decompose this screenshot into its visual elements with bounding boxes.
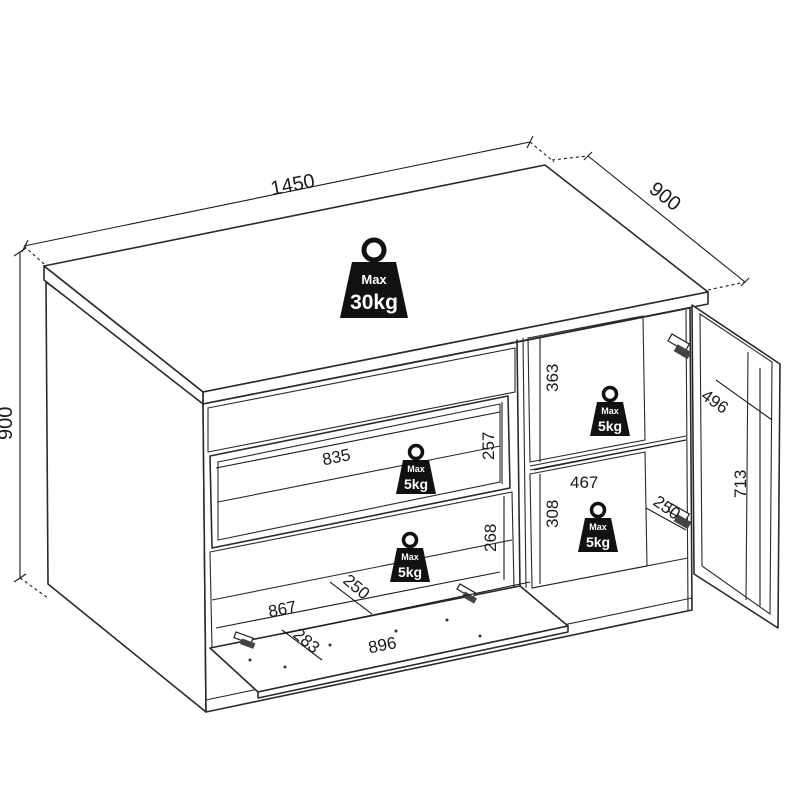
flap-door	[209, 585, 569, 699]
cabinet-upper-space	[527, 315, 646, 463]
dim-height: 900	[0, 407, 17, 440]
dim-lower-compartment-height: 268	[481, 524, 500, 552]
max-load-shelf-lower-icon: Max 5kg	[578, 501, 618, 552]
dimension-lines	[13, 135, 773, 661]
dim-total-width: 1450	[269, 170, 317, 200]
dim-drawer-height: 257	[479, 432, 498, 460]
max-load-top-line2: 30kg	[350, 291, 398, 314]
cabinet-door	[691, 304, 781, 629]
center-divider-inner	[522, 337, 527, 589]
cabinet-right-side	[685, 309, 689, 611]
cabinet-shelf-front	[529, 435, 687, 467]
max-load-flap-icon: Max 5kg	[390, 531, 430, 582]
max-load-shelf-lower-line2: 5kg	[586, 534, 610, 550]
dim-cabinet-upper-height: 363	[543, 364, 562, 392]
hinge-icons	[233, 333, 692, 649]
max-load-shelf-upper-line2: 5kg	[598, 418, 622, 434]
door-handle-edge	[745, 351, 749, 601]
max-load-shelf-lower-line1: Max	[589, 522, 607, 532]
max-load-drawer-icon: Max 5kg	[396, 443, 436, 494]
upper-niche	[207, 347, 516, 453]
max-load-top-line1: Max	[361, 272, 387, 287]
flap-edge	[257, 625, 569, 699]
drawer-inner	[217, 403, 501, 541]
max-load-flap-line2: 5kg	[398, 564, 422, 580]
dim-cabinet-lower-height: 308	[543, 500, 562, 528]
max-load-drawer-line2: 5kg	[404, 476, 428, 492]
max-load-flap-line1: Max	[401, 552, 419, 562]
dim-door-height: 713	[731, 470, 750, 498]
hinge-icon	[667, 333, 692, 360]
hinge-icon	[667, 503, 692, 530]
cabinet-body	[43, 164, 781, 713]
drawer-box	[209, 395, 511, 549]
max-load-top-icon: Max 30kg	[340, 237, 408, 318]
max-load-shelf-upper-line1: Max	[601, 406, 619, 416]
drawer-bottom-line	[217, 445, 501, 503]
hinge-icon	[233, 631, 256, 649]
dim-depth: 900	[645, 178, 685, 216]
cabinet-bottom-line	[531, 557, 689, 589]
max-load-shelf-upper-icon: Max 5kg	[590, 385, 630, 436]
cabinet-door-inner	[699, 312, 773, 616]
dim-cabinet-inner-width: 467	[570, 473, 598, 492]
lower-shelf-line	[211, 539, 513, 601]
center-divider	[516, 339, 521, 591]
max-load-drawer-line1: Max	[407, 464, 425, 474]
